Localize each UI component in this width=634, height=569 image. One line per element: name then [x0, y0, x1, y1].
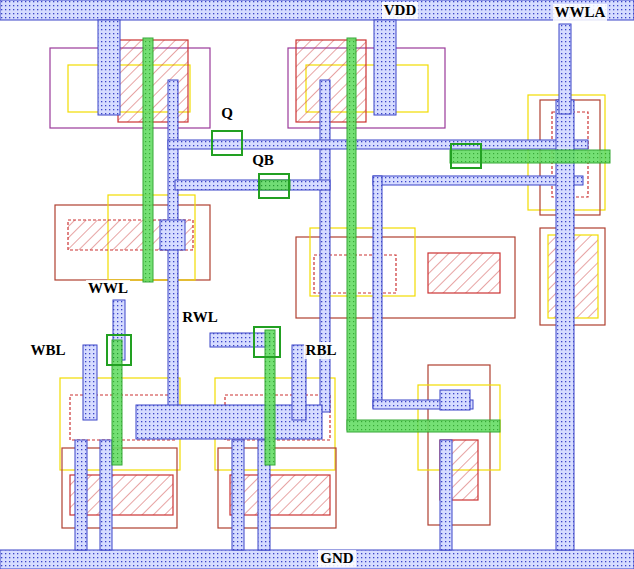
signal-label: GND [318, 550, 355, 567]
signal-label: WWL [86, 280, 130, 297]
signal-label: WBL [28, 342, 67, 359]
signal-label: VDD [382, 2, 419, 19]
signal-label: QB [250, 152, 276, 169]
signal-label: Q [219, 105, 235, 122]
signal-label: WWLA [553, 4, 608, 21]
signal-label: RBL [304, 342, 339, 359]
signal-label: RWL [180, 309, 219, 326]
